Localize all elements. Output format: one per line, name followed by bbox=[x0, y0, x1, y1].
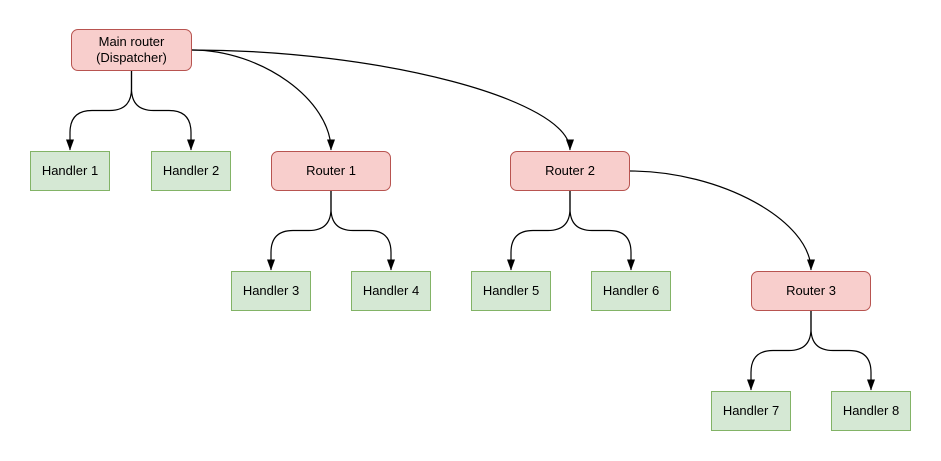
edge-router-1-to-handler-3 bbox=[267, 191, 332, 271]
node-router-3: Router 3 bbox=[751, 271, 871, 311]
edge-main-router-to-handler-1 bbox=[66, 71, 133, 151]
node-label: Handler 5 bbox=[482, 282, 540, 298]
node-handler-3: Handler 3 bbox=[231, 271, 311, 311]
node-handler-1: Handler 1 bbox=[30, 151, 110, 191]
edge-router-2-to-handler-5 bbox=[507, 191, 571, 271]
node-handler-5: Handler 5 bbox=[471, 271, 551, 311]
node-label: Handler 8 bbox=[842, 402, 900, 418]
node-label: Handler 2 bbox=[162, 162, 220, 178]
node-handler-6: Handler 6 bbox=[591, 271, 671, 311]
edge-main-router-to-router-2 bbox=[191, 49, 574, 151]
node-main-router: Main router (Dispatcher) bbox=[71, 29, 192, 71]
node-label: Handler 6 bbox=[602, 282, 660, 298]
node-handler-7: Handler 7 bbox=[711, 391, 791, 431]
node-handler-4: Handler 4 bbox=[351, 271, 431, 311]
node-router-1: Router 1 bbox=[271, 151, 391, 191]
node-label: Handler 3 bbox=[242, 282, 300, 298]
node-label: Main router (Dispatcher) bbox=[96, 33, 167, 65]
edge-router-3-to-handler-7 bbox=[747, 311, 812, 391]
node-label: Router 3 bbox=[786, 282, 836, 298]
edge-main-router-to-router-1 bbox=[191, 49, 335, 151]
edge-router-3-to-handler-8 bbox=[810, 311, 875, 391]
node-label: Handler 4 bbox=[362, 282, 420, 298]
edge-main-router-to-handler-2 bbox=[130, 71, 195, 151]
node-router-2: Router 2 bbox=[510, 151, 630, 191]
edge-router-2-to-handler-6 bbox=[569, 191, 635, 271]
edge-router-2-to-router-3 bbox=[629, 170, 815, 271]
node-handler-8: Handler 8 bbox=[831, 391, 911, 431]
node-label: Router 2 bbox=[545, 162, 595, 178]
edge-router-1-to-handler-4 bbox=[330, 191, 395, 271]
node-handler-2: Handler 2 bbox=[151, 151, 231, 191]
node-label: Handler 1 bbox=[41, 162, 99, 178]
node-label: Router 1 bbox=[306, 162, 356, 178]
node-label: Handler 7 bbox=[722, 402, 780, 418]
